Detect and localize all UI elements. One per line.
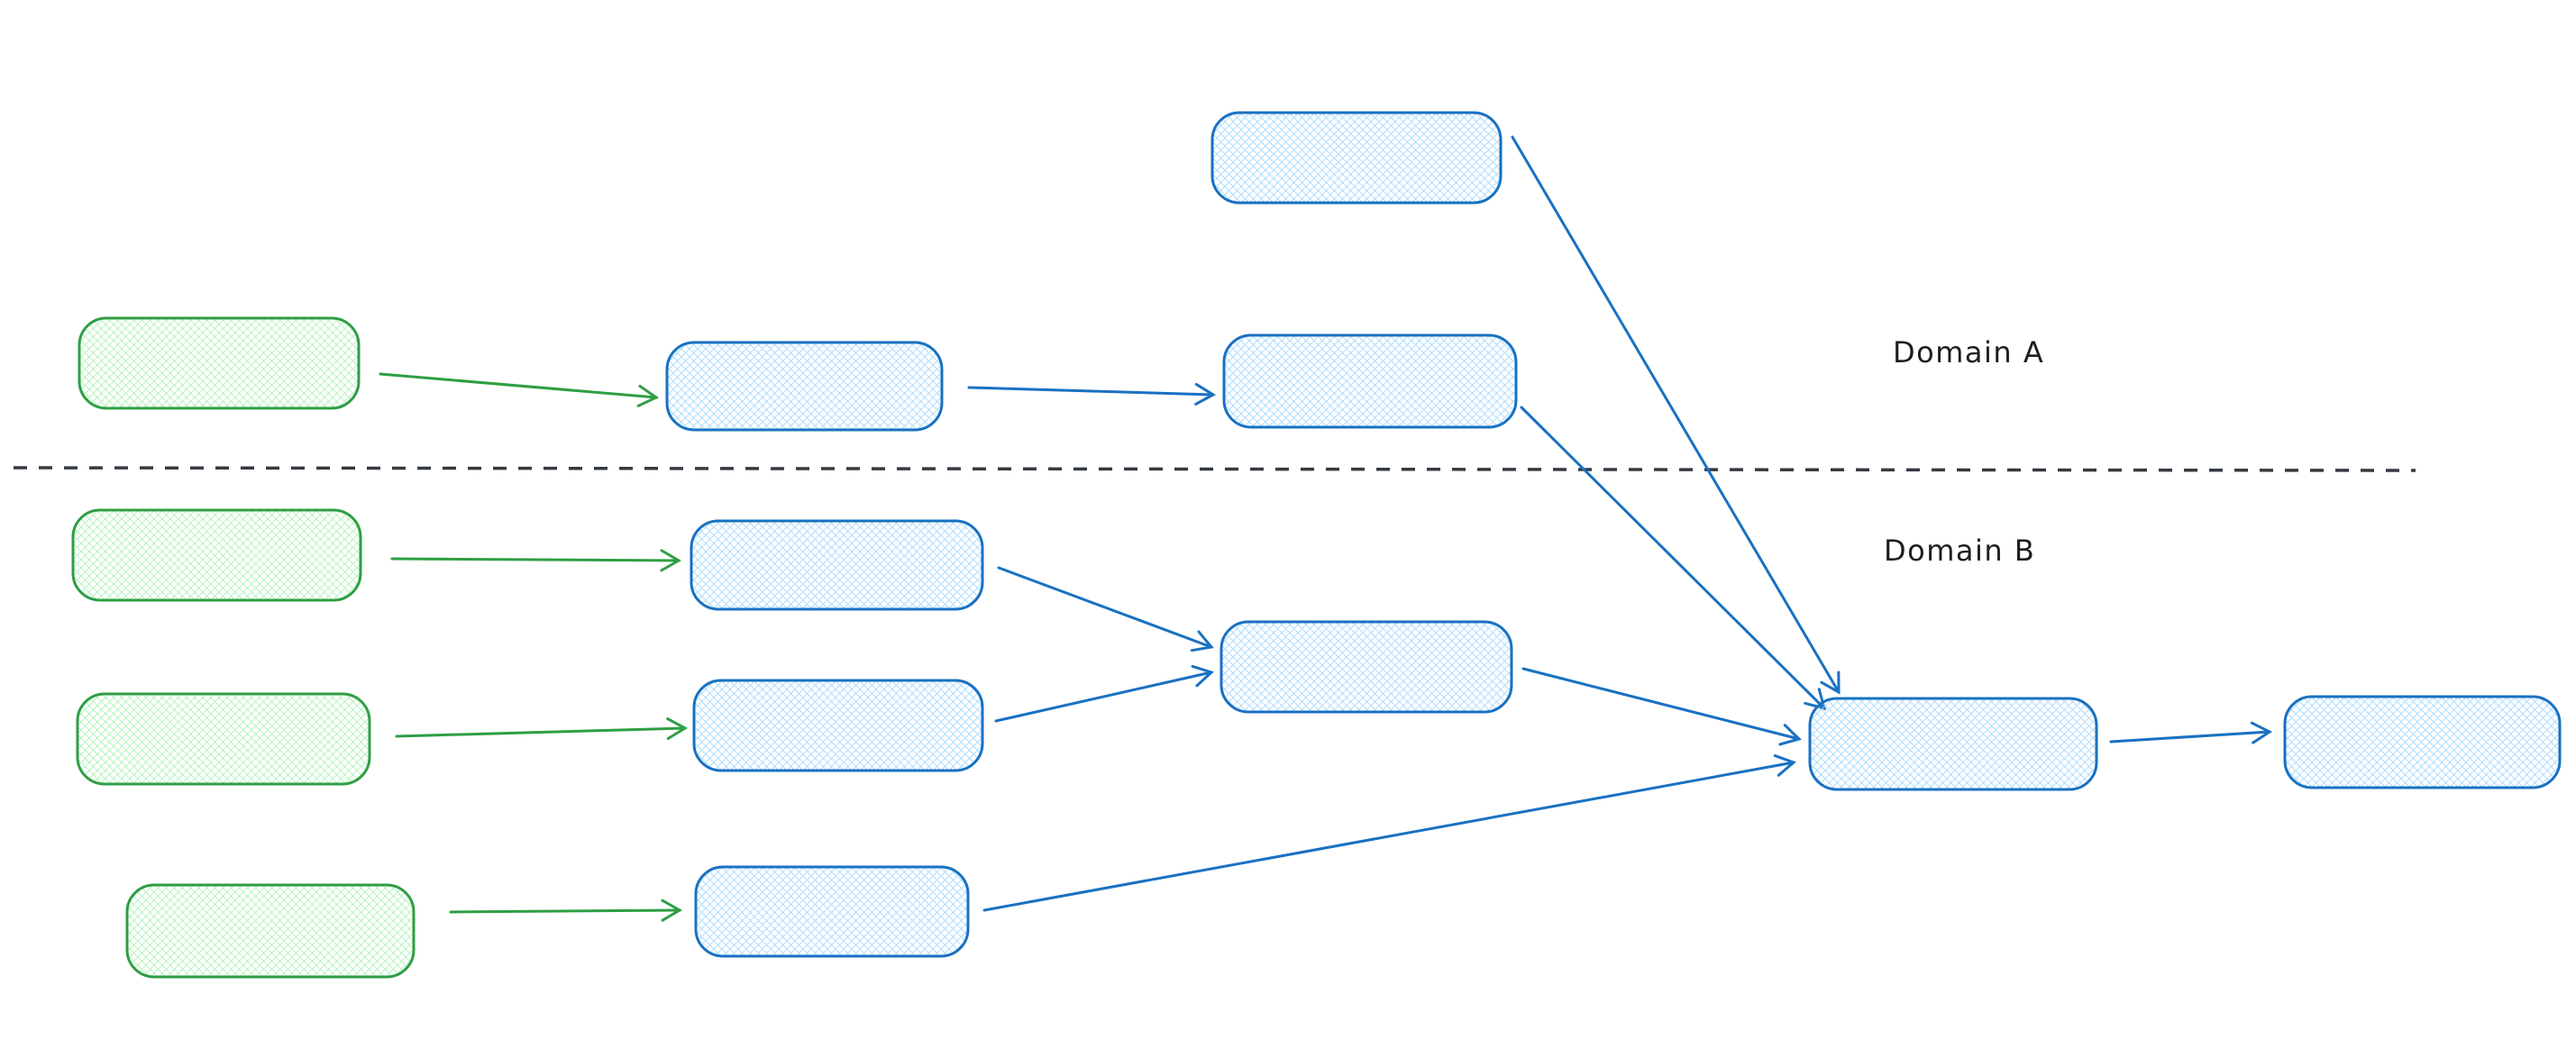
arrow-source-to-global-merge [1511, 135, 1841, 695]
arrow-stage2-to-global-merge [1520, 406, 1827, 711]
arrow-domain-b-stage1-to-merge [997, 566, 1214, 652]
domain-a-stage2-box [1222, 333, 1518, 429]
domain-divider-dashed-line [13, 466, 2416, 472]
domain-b-stage3-box [694, 865, 970, 958]
domain-b-label: Domain B [1884, 534, 2035, 568]
domain-b-input3-box-shape [125, 883, 416, 979]
arrow-domain-b-stage2-to-merge [994, 664, 1214, 723]
domain-b-input2-box-shape [76, 692, 371, 786]
domain-a-stage1-box-shape [665, 341, 944, 432]
domain-b-input1-box [71, 508, 362, 602]
domain-b-merge-box-shape [1219, 620, 1513, 714]
arrow-domain-b-merge-to-global [1521, 667, 1802, 746]
domain-a-stage1-box [665, 341, 944, 432]
domain-b-input3-box [125, 883, 416, 979]
arrow-domain-b-stage3-to-global [982, 754, 1796, 912]
domain-a-input-box-shape [78, 316, 361, 410]
domain-b-stage2-box [692, 679, 984, 772]
domain-b-input2-box [76, 692, 371, 786]
output-box [2283, 695, 2562, 789]
arrow-domain-a-stage1-to-stage2 [967, 382, 1216, 406]
domain-a-input-box [78, 316, 361, 410]
arrow-domain-a-input-to-stage1 [379, 372, 659, 407]
domain-a-source-box-shape [1210, 111, 1503, 205]
domain-b-input1-box-shape [71, 508, 362, 602]
arrow-domain-b-input3-to-stage3 [449, 898, 682, 922]
domain-b-stage2-box-shape [692, 679, 984, 772]
arrow-domain-b-input1-to-stage1 [390, 549, 681, 572]
arrow-global-merge-to-output [2109, 721, 2272, 744]
domain-a-source-box [1210, 111, 1503, 205]
domain-a-stage2-box-shape [1222, 333, 1518, 429]
domain-b-merge-box [1219, 620, 1513, 714]
domain-b-stage1-box-shape [690, 519, 984, 611]
arrow-domain-b-input2-to-stage2 [395, 717, 688, 741]
output-box-shape [2283, 695, 2562, 789]
domain-a-label: Domain A [1893, 335, 2044, 369]
domain-b-stage1-box [690, 519, 984, 611]
domain-b-stage3-box-shape [694, 865, 970, 958]
global-merge-box-shape [1808, 697, 2098, 791]
global-merge-box [1808, 697, 2098, 791]
